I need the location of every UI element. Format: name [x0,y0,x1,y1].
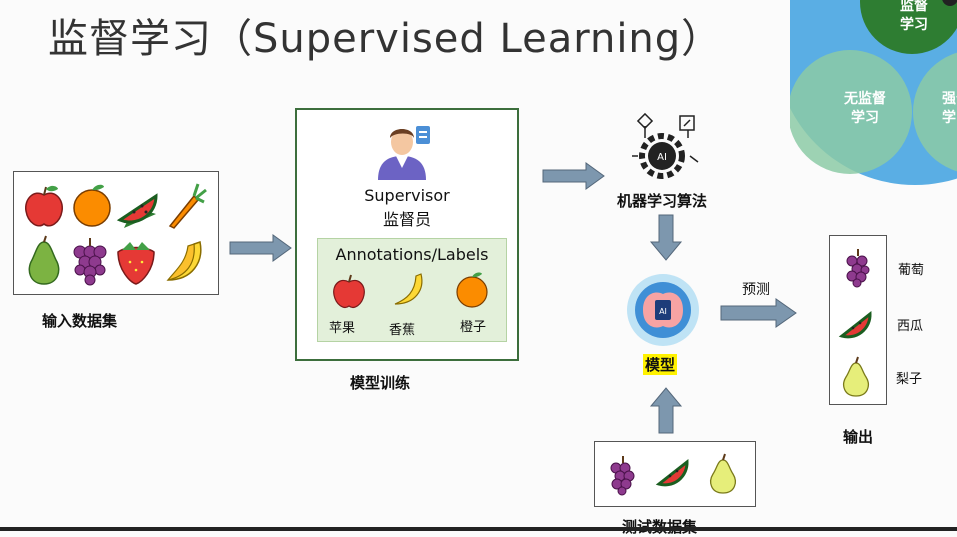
venn-diagram [790,0,957,185]
test-dataset-box [594,441,756,507]
annotation-label-banana: 香蕉 [389,323,416,338]
page-title: 监督学习（Supervised Learning） [48,16,723,62]
algorithm-icon: AI [632,112,699,179]
grapes-icon [73,238,107,286]
strawberry-icon [117,242,155,285]
banana-icon [394,273,423,305]
venn-dot [942,0,957,6]
input-dataset-label: 输入数据集 [42,312,118,330]
model-label: 模型 [643,354,678,375]
output-fruits [838,249,872,397]
apple-icon [25,185,63,227]
algorithm-chip-text: AI [657,152,667,163]
orange-icon [73,184,111,227]
pear-icon [710,453,736,494]
output-label: 输出 [843,428,874,446]
arrow-from-test [649,387,683,434]
output-box [829,235,887,405]
output-label-watermelon: 西瓜 [897,319,924,334]
model-icon: AI [627,274,699,346]
watermelon-icon [838,311,872,339]
supervisor-name-cn: 监督员 [382,210,431,229]
output-label-grapes: 葡萄 [898,263,925,278]
grapes-icon [610,456,635,496]
test-fruits [610,453,736,496]
annotation-label-orange: 橙子 [460,320,487,335]
venn-unsupervised-label: 无监督 学习 [844,91,886,126]
watermelon-icon [116,193,158,228]
orange-icon [456,272,488,308]
model-chip-text: AI [659,307,667,316]
algorithm-label: 机器学习算法 [617,192,708,210]
apple-icon [333,274,365,308]
arrow-predict [720,298,797,328]
annotation-label-apple: 苹果 [329,321,356,336]
pear-icon [28,235,60,285]
arrow-to-model [649,214,683,261]
venn-reinforcement-label: 强化 学习 [942,91,957,126]
training-label: 模型训练 [350,374,411,392]
venn-supervised-circle [860,0,957,54]
arrow-to-training [229,234,292,262]
carrot-icon [168,183,207,229]
arrow-to-algorithm [542,162,605,190]
bottom-edge [0,527,957,531]
annotations-header: Annotations/Labels [335,245,489,264]
annotation-icons [333,272,488,308]
input-dataset-box [13,171,219,295]
venn-reinforcement-circle [913,52,957,172]
output-label-pear: 梨子 [896,372,923,387]
supervisor-name-en: Supervisor [364,186,450,205]
pear-icon [843,356,869,397]
predict-label: 预测 [742,282,770,298]
venn-unsupervised-circle [790,50,912,174]
grapes-icon [846,249,870,288]
venn-supervised-label: 监督 学习 [900,0,928,33]
supervisor-icon [378,126,430,180]
watermelon-icon [655,459,689,487]
banana-icon [166,241,202,281]
input-fruits [25,183,207,286]
